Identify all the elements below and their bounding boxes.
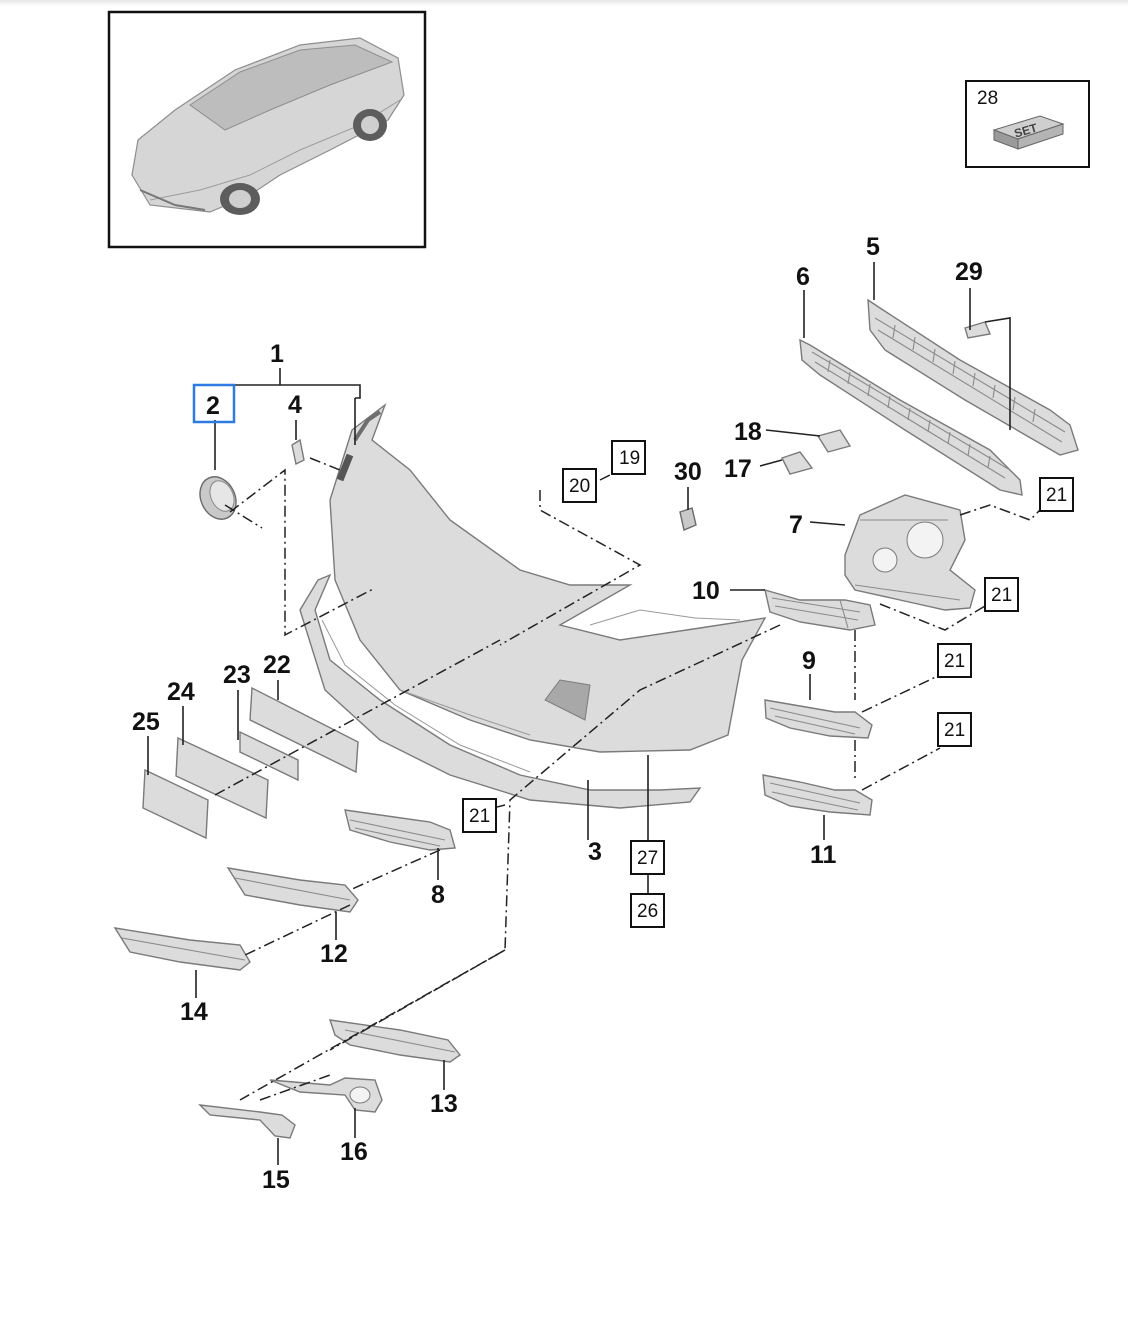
callout-10[interactable]: 10 — [692, 577, 720, 605]
ref-box-21-d[interactable]: 21 — [937, 712, 972, 747]
callout-8[interactable]: 8 — [431, 881, 445, 909]
svg-text:27: 27 — [637, 848, 658, 869]
svg-text:26: 26 — [637, 901, 658, 922]
callout-22[interactable]: 22 — [263, 651, 291, 679]
assembly-lines — [214, 457, 1041, 1101]
callout-30[interactable]: 30 — [674, 458, 702, 486]
bracket-30 — [679, 507, 697, 531]
ref-box-19[interactable]: 19 — [611, 440, 646, 475]
callout-23[interactable]: 23 — [223, 661, 251, 689]
callout-25[interactable]: 25 — [132, 708, 160, 736]
air-ducts — [762, 589, 876, 816]
svg-text:19: 19 — [619, 448, 640, 469]
svg-text:21: 21 — [944, 720, 965, 741]
set-text: SET — [1013, 121, 1040, 141]
callout-18[interactable]: 18 — [734, 418, 762, 446]
callout-2[interactable]: 2 — [206, 392, 220, 420]
boxed-references: 19 20 21 21 21 21 21 27 — [462, 440, 1074, 928]
callout-1[interactable]: 1 — [270, 340, 284, 368]
ref-box-21-e[interactable]: 21 — [462, 798, 497, 833]
svg-text:21: 21 — [469, 806, 490, 827]
ref-box-27[interactable]: 27 — [630, 840, 665, 875]
grille-inserts — [113, 809, 462, 1139]
callout-5[interactable]: 5 — [866, 233, 880, 261]
callout-28: 28 — [977, 88, 998, 109]
callout-15[interactable]: 15 — [262, 1166, 290, 1194]
callout-9[interactable]: 9 — [802, 647, 816, 675]
set-box: 28 SET — [965, 80, 1090, 168]
callout-17[interactable]: 17 — [724, 455, 752, 483]
lower-spoiler — [299, 573, 702, 809]
callout-3[interactable]: 3 — [588, 838, 602, 866]
air-guide-frame — [844, 494, 976, 611]
svg-text:21: 21 — [991, 585, 1012, 606]
clip-part — [291, 438, 305, 466]
selected-part-highlight[interactable] — [192, 383, 236, 424]
callout-14[interactable]: 14 — [180, 998, 208, 1026]
grille-beams — [799, 298, 1079, 496]
vehicle-thumbnail — [107, 10, 427, 249]
svg-text:21: 21 — [944, 651, 965, 672]
callout-numbers: 1 2 3 4 5 6 7 8 9 10 11 12 13 14 15 16 1… — [132, 233, 983, 1194]
ref-box-26[interactable]: 26 — [630, 893, 665, 928]
ref-box-21-c[interactable]: 21 — [937, 643, 972, 678]
ref-box-20[interactable]: 20 — [562, 468, 597, 503]
leader-lines — [147, 262, 1011, 1165]
callout-6[interactable]: 6 — [796, 263, 810, 291]
svg-text:21: 21 — [1046, 485, 1067, 506]
bracket-17 — [781, 451, 814, 475]
callout-7[interactable]: 7 — [789, 511, 803, 539]
bracket-18 — [816, 429, 852, 453]
window-top-edge — [0, 0, 1128, 6]
ref-box-21-a[interactable]: 21 — [1039, 477, 1074, 512]
ref-box-21-b[interactable]: 21 — [984, 577, 1019, 612]
callout-16[interactable]: 16 — [340, 1138, 368, 1166]
tow-cover-cap — [199, 476, 237, 520]
svg-text:20: 20 — [569, 476, 590, 497]
callout-12[interactable]: 12 — [320, 940, 348, 968]
callout-29[interactable]: 29 — [955, 258, 983, 286]
callout-11[interactable]: 11 — [810, 841, 837, 869]
plate-brackets — [142, 686, 359, 840]
callout-24[interactable]: 24 — [167, 678, 195, 706]
bumper-cover — [329, 402, 767, 753]
callout-13[interactable]: 13 — [430, 1090, 458, 1118]
callout-4[interactable]: 4 — [288, 391, 302, 419]
